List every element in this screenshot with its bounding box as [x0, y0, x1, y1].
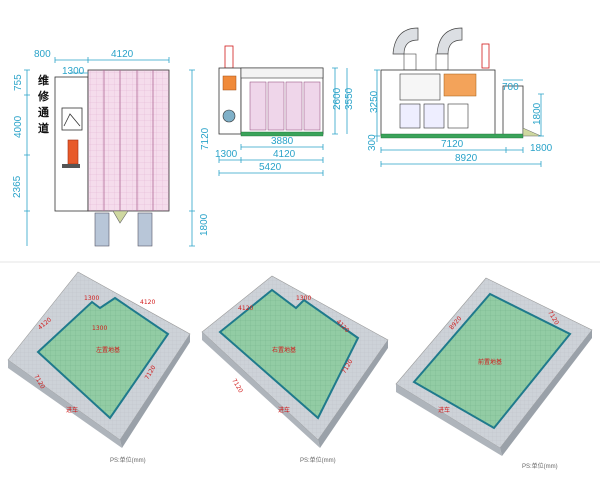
ramp-left: [94, 212, 110, 247]
pit-right-front-label: 进车: [278, 406, 290, 414]
plan-dim-4000: 4000: [13, 115, 24, 138]
side-view: 3250 700 1800 300 7120 1800 8920: [367, 27, 553, 167]
passage-char-2: 修: [37, 89, 50, 103]
pit-left-floor-label: 左置地基: [96, 346, 120, 354]
passage-char-3: 通: [38, 106, 49, 119]
plan-dim-4120: 4120: [111, 49, 134, 60]
side-dim-300: 300: [367, 134, 378, 151]
plan-dim-7120: 7120: [200, 127, 211, 150]
passage-char-1: 维: [38, 73, 49, 87]
plan-dim-800: 800: [34, 49, 51, 60]
pit-front-front-label: 进车: [438, 406, 450, 414]
pit-front-floor-label: 前置地基: [478, 358, 502, 366]
front-dim-3880: 3880: [271, 136, 294, 147]
side-dim-1800: 1800: [532, 102, 543, 125]
exhaust-duct-right: [436, 27, 463, 55]
ramp-right: [137, 212, 153, 247]
side-dim-700: 700: [502, 82, 519, 93]
plan-dim-1300: 1300: [62, 66, 85, 77]
plan-dim-2365: 2365: [12, 175, 23, 198]
pit-right-dim-d: 7120: [230, 378, 244, 395]
pit-left-dim-b: 4120: [140, 299, 155, 306]
side-dim-1800b: 1800: [530, 143, 553, 154]
pit-front-foundation: 前置地基 进车 8920 7120 PS:单位(mm): [395, 277, 593, 470]
burner-unit: [67, 139, 79, 165]
passage-char-4: 道: [38, 121, 49, 135]
plan-dim-755: 755: [13, 74, 24, 91]
front-view: 2600 3550 3880 1300 4120 5420: [215, 45, 355, 176]
pit-front-ps-label: PS:单位(mm): [522, 462, 558, 470]
pit-left-dim-a: 1300: [84, 295, 99, 302]
pit-right-foundation: 右置地基 进车 4120 1300 4120 7120 7120 PS:单位(m…: [201, 275, 389, 464]
exhaust-duct-left: [392, 27, 419, 55]
front-dim-2600: 2600: [332, 87, 343, 110]
front-dim-3550: 3550: [344, 87, 355, 110]
pit-left-front-label: 进车: [66, 406, 78, 414]
pit-right-floor-label: 右置地基: [272, 346, 296, 354]
pit-left-floor: [36, 296, 170, 420]
pit-right-dim-a: 4120: [238, 305, 253, 312]
side-dim-7120: 7120: [441, 139, 464, 150]
pit-left-ps-label: PS:单位(mm): [110, 456, 146, 464]
front-dim-5420: 5420: [259, 162, 282, 173]
plan-dim-1800: 1800: [199, 213, 210, 236]
pit-right-ps-label: PS:单位(mm): [300, 456, 336, 464]
plan-view: 维 修 通 道 800 4120 1300 755 4000 2365 7120…: [12, 49, 211, 247]
front-dim-4120: 4120: [273, 149, 296, 160]
front-dim-1300: 1300: [215, 149, 238, 160]
pit-right-dim-b: 1300: [296, 295, 311, 302]
pit-left-dim-d: 1300: [92, 325, 107, 332]
pit-left-foundation: 左置地基 进车 1300 4120 4120 1300 7120 7120 PS…: [7, 271, 191, 464]
heater-box: [61, 107, 83, 131]
side-dim-8920: 8920: [455, 153, 478, 164]
pit-right-floor: [218, 288, 360, 420]
pit-front-floor: [412, 292, 572, 430]
side-dim-3250: 3250: [369, 90, 380, 113]
